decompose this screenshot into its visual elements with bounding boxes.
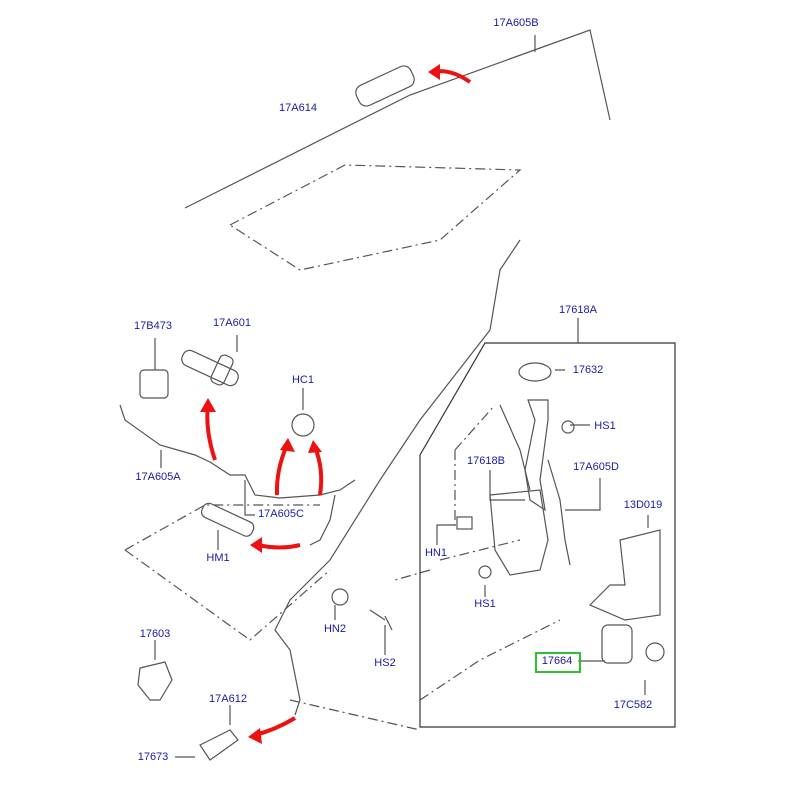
body-outline: [394, 404, 561, 701]
label-17A601[interactable]: 17A601: [213, 317, 251, 329]
label-17A605B[interactable]: 17A605B: [493, 17, 539, 29]
part-HS1-lower: [478, 565, 492, 579]
part-HC1: [291, 413, 315, 437]
part-HS1-upper: [561, 420, 575, 434]
red-arrows: [205, 69, 472, 737]
grommet-17C582: [645, 642, 665, 662]
part-17A614: [355, 65, 415, 107]
label-17A605D[interactable]: 17A605D: [573, 461, 619, 473]
pump-17664: [601, 624, 633, 664]
label-17C582[interactable]: 17C582: [613, 699, 653, 711]
label-17B473[interactable]: 17B473: [134, 320, 172, 332]
label-13D019[interactable]: 13D019: [623, 499, 663, 511]
label-HS1-lower[interactable]: HS1: [474, 598, 496, 610]
bumper-outline: [124, 504, 331, 641]
label-HS2[interactable]: HS2: [374, 657, 396, 669]
label-17A612[interactable]: 17A612: [209, 693, 247, 705]
part-17632: [518, 362, 552, 382]
label-17A605A[interactable]: 17A605A: [135, 471, 181, 483]
label-17664[interactable]: 17664: [541, 655, 573, 667]
highlight-box-17664: [535, 652, 581, 673]
label-HC1[interactable]: HC1: [291, 374, 315, 386]
hose-17A605B: [184, 29, 611, 209]
shield-13D019: [588, 529, 661, 621]
label-HN1[interactable]: HN1: [424, 547, 448, 559]
label-17A614[interactable]: 17A614: [279, 102, 317, 114]
hose-17A605C: [119, 404, 356, 546]
part-HS2: [369, 609, 393, 631]
label-17673[interactable]: 17673: [137, 751, 169, 763]
reservoir-17618B: [489, 489, 549, 576]
part-HN1: [456, 516, 473, 530]
part-HM1: [200, 502, 255, 537]
label-17603[interactable]: 17603: [139, 628, 171, 640]
label-17618A[interactable]: 17618A: [559, 304, 597, 316]
part-17B473: [139, 369, 169, 399]
label-17618B[interactable]: 17618B: [467, 455, 505, 467]
label-HN2[interactable]: HN2: [323, 623, 347, 635]
reservoir-box: [419, 342, 676, 728]
jet-17603: [137, 661, 173, 701]
label-HS1-upper[interactable]: HS1: [594, 420, 616, 432]
part-HN2: [331, 588, 349, 606]
label-HM1[interactable]: HM1: [206, 552, 230, 564]
part-17A601: [181, 349, 239, 387]
filler-neck: [524, 399, 549, 512]
main-hose: [274, 239, 521, 716]
tailgate-outline: [228, 164, 522, 271]
label-17632[interactable]: 17632: [572, 364, 604, 376]
label-17A605C[interactable]: 17A605C: [258, 508, 304, 520]
elbow-17A612: [199, 729, 239, 761]
tube-17A605D: [499, 404, 571, 566]
